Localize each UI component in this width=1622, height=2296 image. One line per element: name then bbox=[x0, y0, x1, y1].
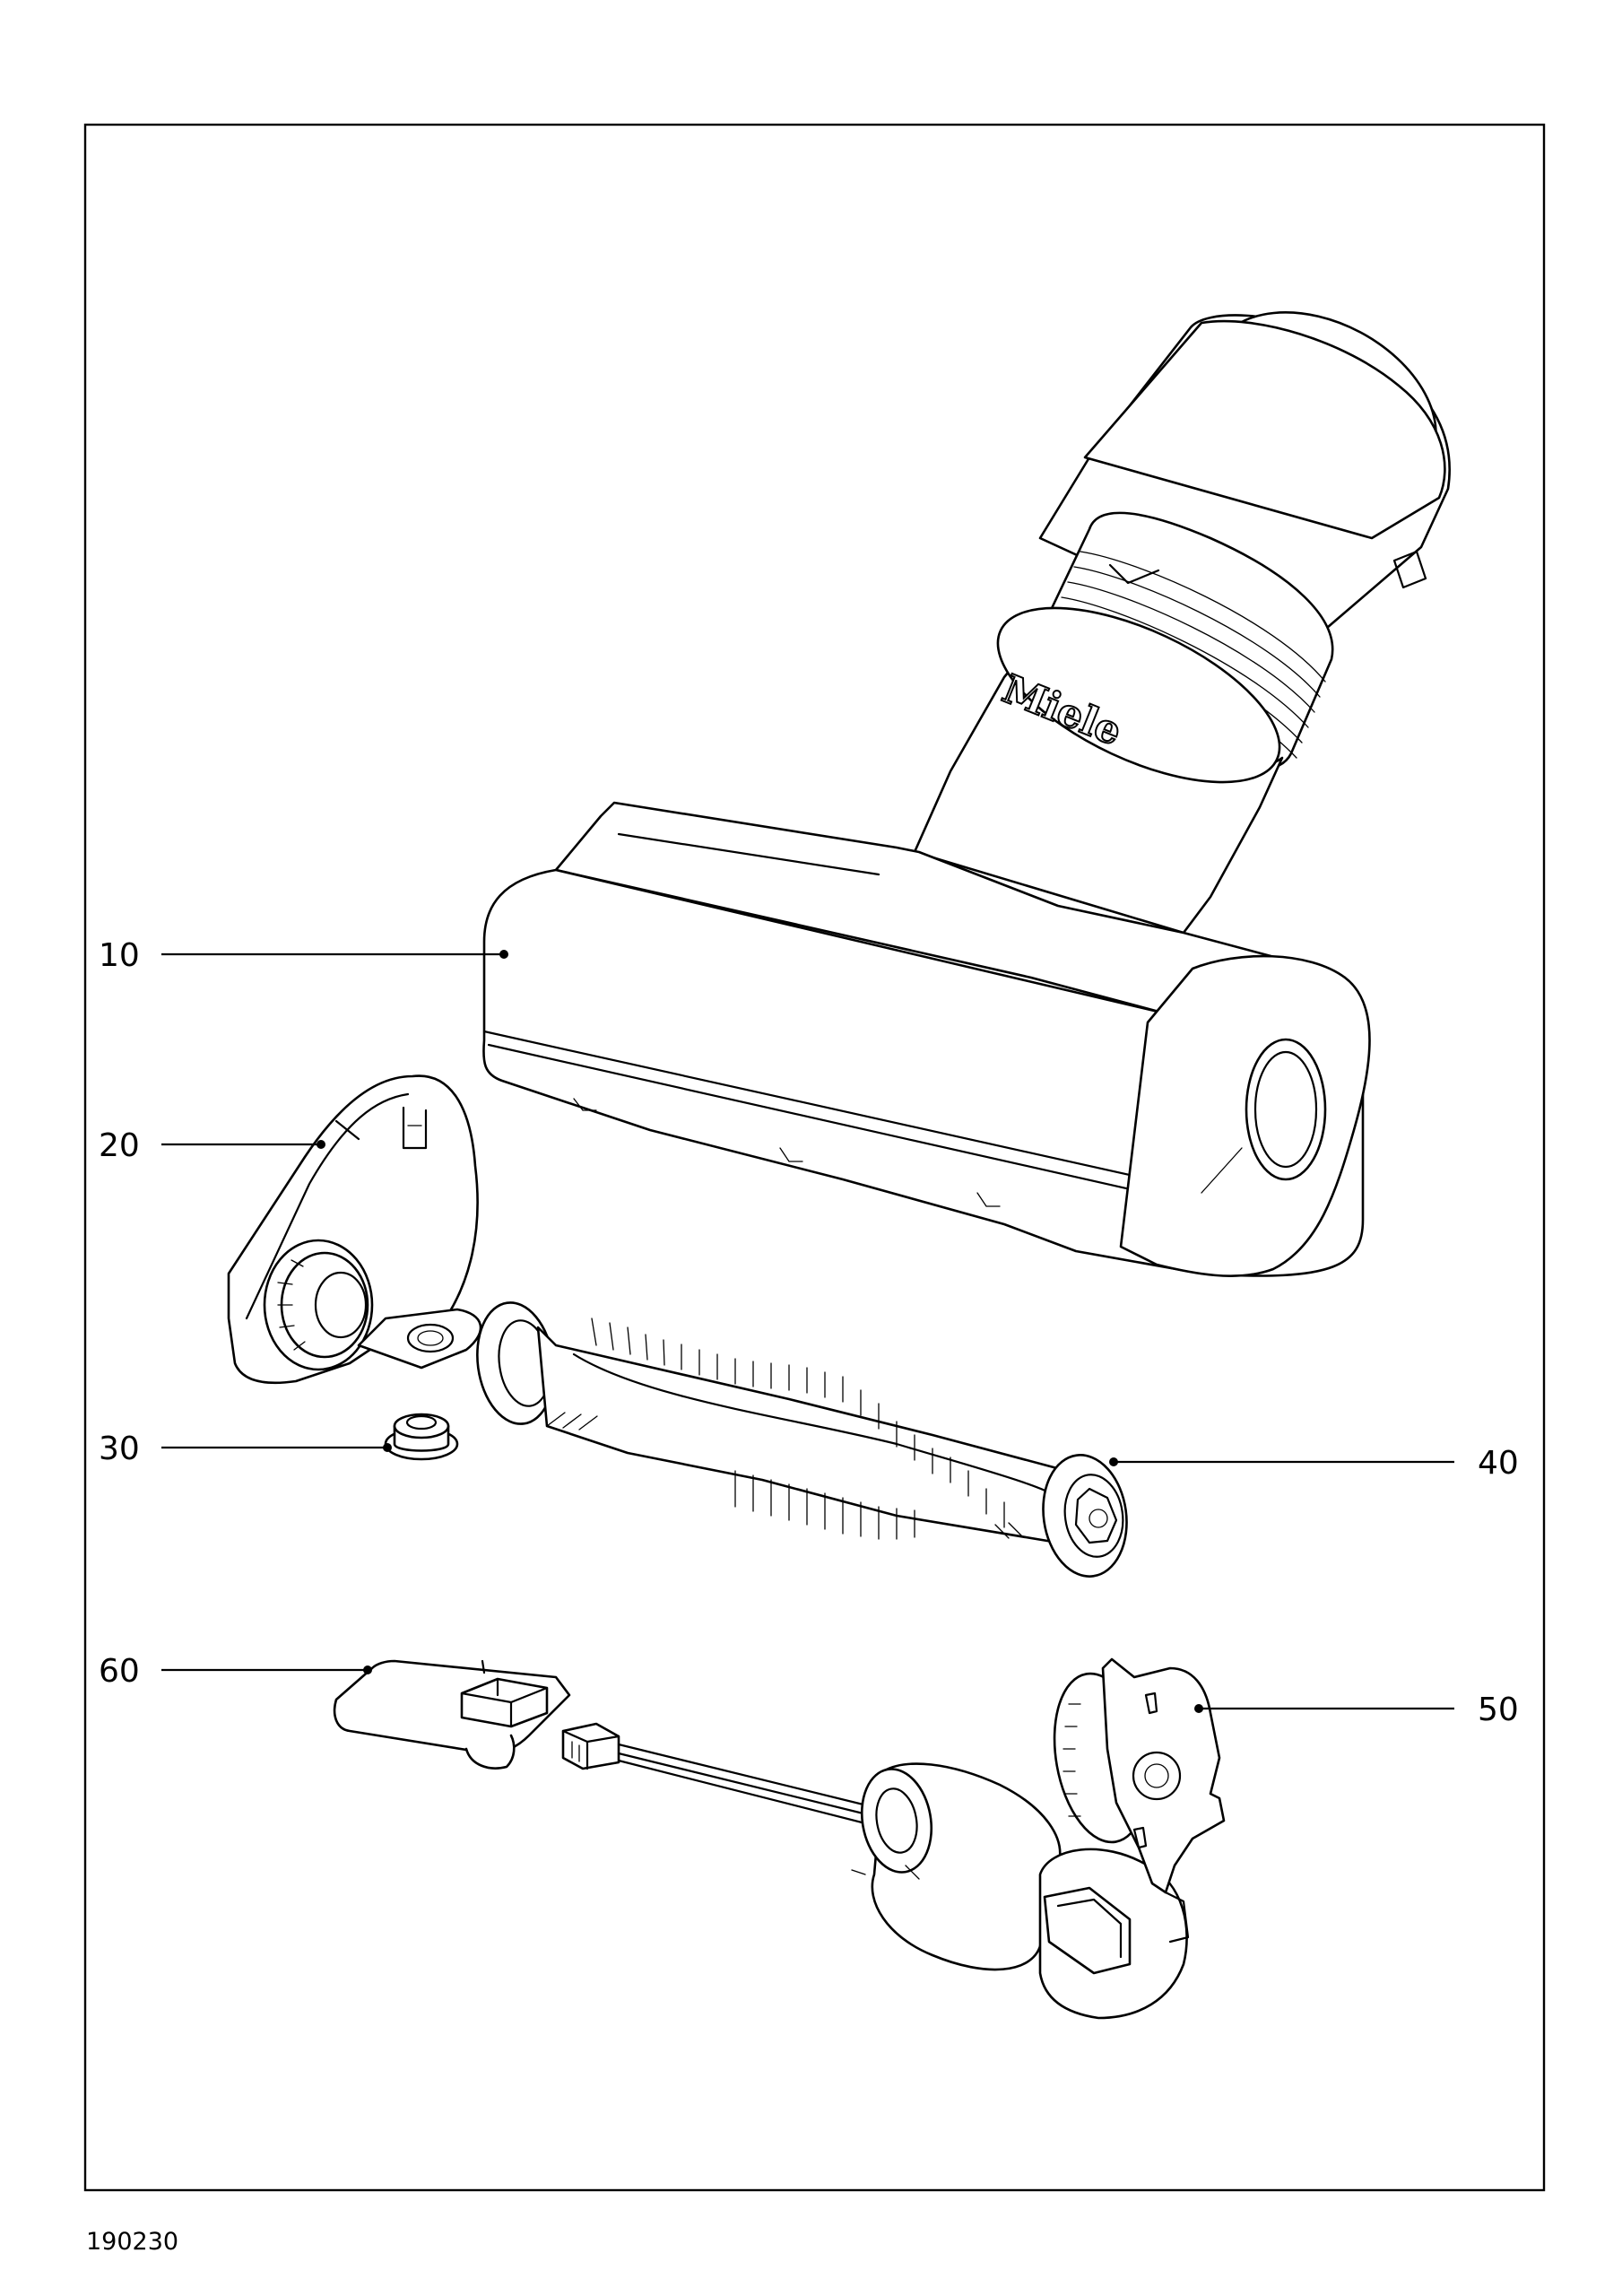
callout-50: 50 bbox=[1478, 1692, 1519, 1728]
callout-40: 40 bbox=[1478, 1445, 1519, 1482]
drawing-frame bbox=[83, 123, 1546, 2192]
part-circuit-board bbox=[333, 1659, 571, 1770]
callout-10: 10 bbox=[99, 937, 140, 974]
drive-wheel-teeth bbox=[1063, 1703, 1081, 1817]
callout-60: 60 bbox=[99, 1653, 140, 1690]
part-motor-drive-unit bbox=[561, 1657, 1226, 2020]
bristles bbox=[546, 1318, 1023, 1540]
part-brush-roller bbox=[476, 1301, 1128, 1578]
part-nozzle-housing: Miele bbox=[482, 311, 1451, 1277]
gear-teeth bbox=[277, 1259, 306, 1351]
part-bearing-bush bbox=[384, 1413, 459, 1461]
callout-leaders bbox=[161, 950, 1454, 1713]
document-number: 190230 bbox=[86, 2228, 178, 2256]
callout-30: 30 bbox=[99, 1431, 140, 1467]
callout-20: 20 bbox=[99, 1127, 140, 1164]
part-side-cover bbox=[227, 1074, 482, 1385]
